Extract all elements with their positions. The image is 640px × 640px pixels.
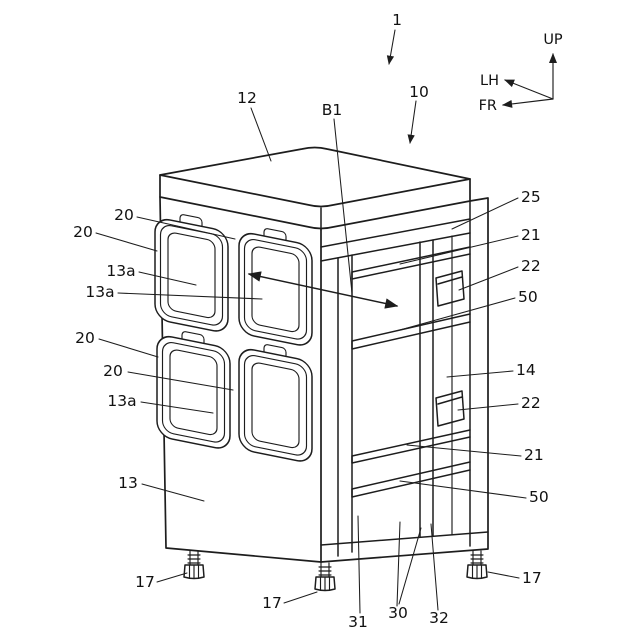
ref-label-20-top-right: 20 [114,206,134,224]
leader-14 [446,370,514,378]
reference-labels: 1 10 12 B1 UP LH FR 25 21 22 50 14 22 21… [73,11,563,631]
bar-upper-50 [351,313,471,350]
leader-lines [95,107,527,614]
leader-b1 [333,118,353,294]
ref-label-1: 1 [392,11,402,29]
bracket-upper-22 [435,270,465,307]
ref-label-b1: B1 [322,101,343,119]
ref-label-17-left: 17 [135,573,155,591]
leader-17-center [283,591,318,604]
middle-post-32 [419,239,434,538]
leader-25 [451,197,519,230]
ref-label-21-lower: 21 [524,446,544,464]
container-bin-bottom-right [238,338,313,465]
ref-label-50-lower: 50 [529,488,549,506]
bracket-lower-22 [435,390,465,427]
top-side-rail-25 [320,218,471,262]
arrows [247,29,558,309]
leader-13a-bottom-left [140,401,214,414]
leader-13 [141,483,205,502]
axis-label-up: UP [543,32,563,48]
unit-arrow-10 [407,100,417,144]
leader-50-upper [399,297,516,331]
ref-label-25: 25 [521,188,541,206]
top-panel-face [159,146,471,208]
ref-label-17-right: 17 [522,569,542,587]
ref-label-12: 12 [237,89,257,107]
leader-22-lower [457,403,519,411]
bottom-rail-line [320,531,489,546]
leader-12 [250,107,272,162]
ref-label-13a-top-right: 13a [85,283,114,301]
ref-label-13a-bottom-left: 13a [107,392,136,410]
ref-label-10: 10 [409,83,429,101]
leader-20-top-right [136,216,236,240]
ref-label-21-upper: 21 [521,226,541,244]
container-bin-top-left [154,208,229,335]
leader-31 [357,515,361,614]
leader-50-lower [399,480,527,499]
leveler-foot-rear-right [466,550,488,580]
leveler-foot-front-center [314,562,336,592]
leader-20-bottom-right [127,371,234,391]
cabinet-drawing [154,146,489,592]
ref-label-22-lower: 22 [521,394,541,412]
container-bin-bottom-left [156,325,231,452]
ref-label-30: 30 [388,604,408,622]
leader-13a-top-right [117,292,263,300]
axis-label-fr: FR [479,98,497,114]
assembly-arrow-1 [386,29,396,65]
leader-20-bottom-left [98,338,159,358]
top-panel-front-edge [159,174,471,230]
ref-label-20-top-left: 20 [73,223,93,241]
leader-30 [396,521,422,607]
bar-lower-50 [351,461,471,498]
leader-21-upper [399,235,519,265]
ref-label-31: 31 [348,613,368,631]
leader-21-lower [406,444,522,457]
ref-label-22-upper: 22 [521,257,541,275]
leader-20-top-left [95,232,158,252]
ref-label-13a-top-left: 13a [106,262,135,280]
leader-22-upper [458,266,519,291]
axis-label-lh: LH [480,73,499,89]
leader-17-left [156,572,188,583]
rear-post-outer [320,197,489,563]
rail-lower-21 [351,429,471,464]
axis-fr-arrow [502,98,554,108]
leader-17-right [487,571,520,579]
ref-label-17-center: 17 [262,594,282,612]
front-post-31 [337,254,353,557]
ref-label-20-bottom-right: 20 [103,362,123,380]
leveler-foot-front-left [183,550,205,580]
ref-label-14: 14 [516,361,536,379]
ref-label-32: 32 [429,609,449,627]
ref-label-13: 13 [118,474,138,492]
axis-lh-arrow [504,79,554,100]
swap-direction-arrow-b1 [247,271,399,309]
leader-32 [430,523,439,611]
leader-13a-top-left [138,271,197,286]
ref-label-20-bottom-left: 20 [75,329,95,347]
ref-label-50-upper: 50 [518,288,538,306]
